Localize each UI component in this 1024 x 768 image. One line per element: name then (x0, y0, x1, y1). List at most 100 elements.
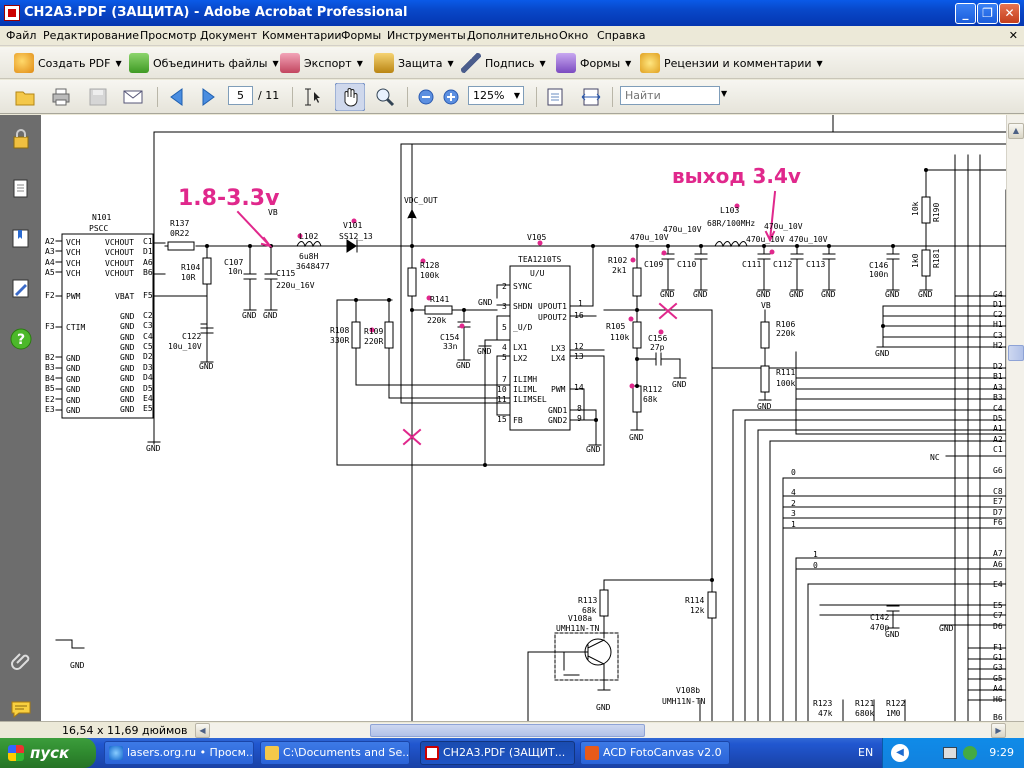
svg-text:B6: B6 (993, 713, 1003, 721)
svg-text:F5: F5 (143, 291, 153, 300)
svg-text:PWM: PWM (66, 292, 81, 301)
svg-text:GND: GND (120, 322, 135, 331)
menu-edit[interactable]: Редактирование (43, 29, 139, 42)
svg-text:7: 7 (502, 375, 507, 384)
create-pdf-button[interactable]: Создать PDF▼ (14, 53, 122, 73)
clock[interactable]: 9:29 (989, 746, 1014, 759)
minimize-button[interactable]: _ (955, 3, 976, 24)
menu-forms[interactable]: Формы (341, 29, 382, 42)
help-icon[interactable]: ? (9, 327, 33, 351)
comments-panel-icon[interactable] (9, 697, 33, 721)
svg-text:L103: L103 (720, 206, 739, 215)
find-input[interactable] (621, 87, 719, 104)
taskbar-item-explorer[interactable]: C:\Documents and Se... (260, 741, 410, 765)
save-icon[interactable] (87, 86, 109, 108)
svg-text:GND: GND (146, 444, 161, 453)
tray-network-icon[interactable] (943, 747, 957, 759)
svg-text:470u_10V: 470u_10V (630, 233, 669, 242)
close-button[interactable]: ✕ (999, 3, 1020, 24)
export-button[interactable]: Экспорт▼ (280, 53, 363, 73)
svg-text:14: 14 (574, 383, 584, 392)
lock-icon (374, 53, 394, 73)
zoom-tool-icon[interactable] (374, 86, 396, 108)
open-folder-icon[interactable] (14, 86, 36, 108)
find-options-chevron-icon[interactable]: ▼ (721, 89, 728, 98)
fit-page-icon[interactable] (544, 86, 566, 108)
menu-document[interactable]: Документ (200, 29, 258, 42)
svg-text:D1: D1 (993, 300, 1003, 309)
svg-text:ILIML: ILIML (513, 385, 537, 394)
tray-sync-icon[interactable] (963, 746, 977, 760)
horizontal-scroll-thumb[interactable] (370, 724, 645, 737)
svg-text:A7: A7 (993, 549, 1003, 558)
svg-text:470u_10V: 470u_10V (789, 235, 828, 244)
svg-text:A5: A5 (45, 268, 55, 277)
select-text-icon[interactable] (302, 86, 324, 108)
attachments-paperclip-icon[interactable] (9, 649, 33, 673)
security-lock-icon[interactable] (9, 127, 33, 151)
menu-comments[interactable]: Комментарии (262, 29, 342, 42)
menu-advanced[interactable]: Дополнительно (467, 29, 559, 42)
print-icon[interactable] (50, 86, 72, 108)
document-close-icon[interactable]: ✕ (1008, 29, 1018, 42)
svg-text:VCH: VCH (66, 238, 81, 247)
taskbar: пуск lasers.org.ru • Просм... C:\Documen… (0, 738, 1024, 768)
menu-window[interactable]: Окно (559, 29, 589, 42)
svg-text:C115: C115 (276, 269, 295, 278)
menu-tools[interactable]: Инструменты (387, 29, 466, 42)
svg-text:5: 5 (502, 353, 507, 362)
vertical-scroll-thumb[interactable] (1008, 345, 1024, 361)
svg-text:6u8H: 6u8H (299, 252, 318, 261)
taskbar-item-fotocanvas[interactable]: ACD FotoCanvas v2.0 (580, 741, 730, 765)
toolbar-separator (292, 87, 293, 107)
zoom-in-icon[interactable] (440, 86, 462, 108)
vertical-scrollbar[interactable]: ▲ (1006, 115, 1024, 721)
combine-files-button[interactable]: Объединить файлы▼ (129, 53, 279, 73)
menu-file[interactable]: Файл (6, 29, 37, 42)
menu-view[interactable]: Просмотр (140, 29, 197, 42)
horizontal-scrollbar[interactable]: ◀ ▶ (195, 723, 1006, 738)
task-toolbar: Создать PDF▼ Объединить файлы▼ Экспорт▼ … (0, 47, 1024, 79)
zoom-select[interactable]: 125%▼ (468, 86, 524, 105)
document-view[interactable]: 1.8-3.3v выход 3.4v N101 PSCC V105 TEA12… (41, 115, 1006, 721)
menu-help[interactable]: Справка (597, 29, 646, 42)
annotation-strokes (236, 190, 777, 446)
svg-text:B3: B3 (45, 363, 55, 372)
page-number-input[interactable]: 5 (228, 86, 253, 105)
svg-text:GND: GND (242, 311, 257, 320)
chevron-down-icon: ▼ (539, 58, 546, 68)
svg-text:470u_10V: 470u_10V (764, 222, 803, 231)
taskbar-item-browser[interactable]: lasers.org.ru • Просм... (104, 741, 254, 765)
hand-tool-icon[interactable] (335, 83, 365, 111)
svg-text:C1: C1 (143, 237, 153, 246)
zoom-out-icon[interactable] (415, 86, 437, 108)
tray-chevron-icon[interactable]: ◀ (891, 744, 909, 762)
fit-width-icon[interactable] (580, 86, 602, 108)
next-page-icon[interactable] (197, 86, 219, 108)
language-indicator[interactable]: EN (858, 746, 874, 759)
scroll-up-icon[interactable]: ▲ (1008, 123, 1024, 139)
protect-button[interactable]: Защита▼ (374, 53, 454, 73)
chip-n101-label: N101 (92, 213, 111, 222)
review-comment-button[interactable]: Рецензии и комментарии▼ (640, 53, 823, 73)
svg-text:11: 11 (497, 395, 507, 404)
previous-page-icon[interactable] (166, 86, 188, 108)
email-icon[interactable] (122, 86, 144, 108)
signatures-panel-icon[interactable] (9, 277, 33, 301)
page-size-label: 16,54 x 11,69 дюймов (62, 724, 188, 737)
scroll-right-icon[interactable]: ▶ (991, 723, 1006, 738)
forms-button[interactable]: Формы▼ (556, 53, 631, 73)
start-button[interactable]: пуск (0, 738, 96, 768)
bookmarks-panel-icon[interactable] (9, 227, 33, 251)
svg-text:GND: GND (885, 630, 900, 639)
svg-text:UMH11N-TN: UMH11N-TN (556, 624, 600, 633)
taskbar-item-acrobat[interactable]: CH2A3.PDF (ЗАЩИТ... (420, 741, 575, 765)
find-box[interactable] (620, 86, 720, 105)
sign-button[interactable]: Подпись▼ (461, 53, 546, 73)
pages-panel-icon[interactable] (9, 177, 33, 201)
scroll-left-icon[interactable]: ◀ (195, 723, 210, 738)
svg-text:A4: A4 (993, 684, 1003, 693)
svg-text:220k: 220k (776, 329, 795, 338)
acrobat-icon (4, 5, 20, 21)
maximize-button[interactable]: ❐ (977, 3, 998, 24)
